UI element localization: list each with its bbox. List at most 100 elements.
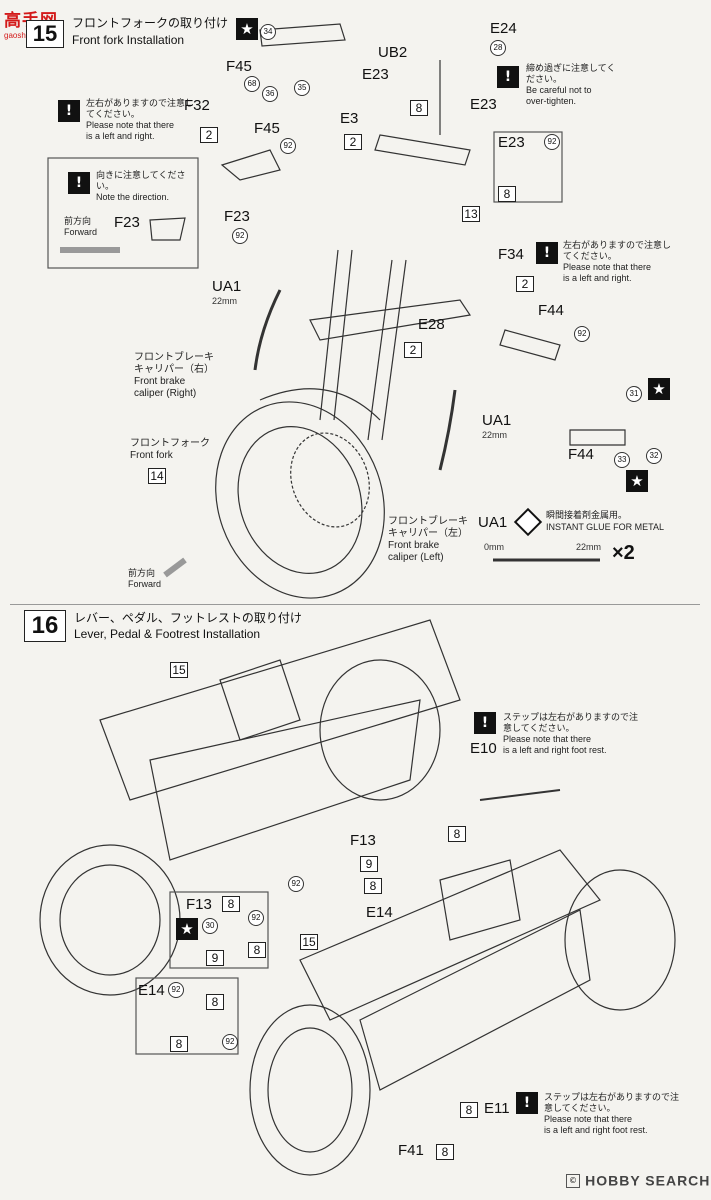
part-number-34: 34: [260, 24, 276, 40]
glue-jp: 瞬間接着剤金属用。: [546, 510, 628, 520]
note-text-en1: Please note that there: [503, 734, 592, 744]
brand-mark-icon: ©: [566, 1173, 580, 1188]
note-icon: !: [536, 242, 558, 264]
part-number-92: 92: [232, 228, 248, 244]
part-number-2: 2: [404, 342, 422, 358]
step15-number: 15: [26, 20, 64, 48]
part-number-30: 30: [202, 918, 218, 934]
part-number-35: 35: [294, 80, 310, 96]
part-number-92: 92: [280, 138, 296, 154]
part-e23-a: E23: [362, 66, 389, 83]
brake-right-label: フロントブレーキ キャリパー（右） Front brake caliper (R…: [134, 352, 214, 400]
part-e23-b: E23: [470, 96, 497, 113]
note-text-en1: Be careful not to: [526, 85, 592, 95]
note-left-right-1: 左右がありますので注意してください。 Please note that ther…: [86, 98, 196, 142]
note-icon: !: [58, 100, 80, 122]
part-f13: F13: [350, 832, 376, 849]
part-e14-detail: E14: [138, 982, 165, 999]
part-number-8: 8: [206, 994, 224, 1010]
note-text-jp: 左右がありますので注意してください。: [563, 240, 672, 261]
part-ua1-a-size: 22mm: [212, 296, 238, 306]
brake-right-jp2: キャリパー（右）: [134, 364, 214, 375]
note-text-en2: over-tighten.: [526, 96, 577, 106]
part-number-8: 8: [248, 942, 266, 958]
part-e28: E28: [418, 316, 445, 333]
brake-right-jp1: フロントブレーキ: [134, 352, 214, 363]
part-number-2: 2: [516, 276, 534, 292]
part-f32: F32: [184, 97, 210, 114]
step15-title-jp: フロントフォークの取り付け: [72, 16, 229, 30]
part-number-2: 2: [344, 134, 362, 150]
part-number-68: 68: [244, 76, 260, 92]
part-number-2: 2: [200, 127, 218, 143]
brake-left-jp2: キャリパー（左）: [388, 528, 468, 539]
part-number-9: 9: [360, 856, 378, 872]
step15-title-en: Front fork Installation: [72, 33, 185, 47]
glue-en: INSTANT GLUE FOR METAL: [546, 522, 665, 532]
part-number-92: 92: [168, 982, 184, 998]
step16-title-jp: レバー、ペダル、フットレストの取り付け: [74, 611, 302, 625]
note-text-jp: 左右がありますので注意してください。: [86, 98, 195, 119]
fork-en: Front fork: [130, 450, 173, 461]
part-number-13: 13: [462, 206, 480, 222]
glue-qty: ×2: [612, 542, 635, 564]
star-icon: ★: [236, 18, 258, 40]
step-divider: [10, 604, 700, 605]
part-number-8: 8: [436, 1144, 454, 1160]
part-number-9: 9: [206, 950, 224, 966]
brake-left-label: フロントブレーキ キャリパー（左） Front brake caliper (L…: [388, 516, 468, 564]
glue-part: UA1: [478, 514, 508, 531]
part-e14: E14: [366, 904, 393, 921]
part-number-32: 32: [646, 448, 662, 464]
part-number-31: 31: [626, 386, 642, 402]
note-footrest-bottom: ステップは左右がありますので注意してください。 Please note that…: [544, 1092, 684, 1136]
note-text-en2: is a left and right foot rest.: [503, 745, 607, 755]
brand-text: HOBBY SEARCH: [585, 1172, 711, 1189]
direction-label: 前方向 Forward: [64, 216, 97, 238]
note-icon: !: [474, 712, 496, 734]
note-icon: !: [516, 1092, 538, 1114]
part-number-8: 8: [448, 826, 466, 842]
star-icon: ★: [626, 470, 648, 492]
note-text-en1: Note the direction.: [96, 192, 170, 202]
part-number-92: 92: [248, 910, 264, 926]
part-f45-top: F45: [226, 58, 252, 75]
note-footrest-top: ステップは左右がありますので注意してください。 Please note that…: [503, 712, 643, 756]
part-number-8: 8: [222, 896, 240, 912]
part-f23-detail: F23: [114, 214, 140, 231]
note-text-en2: is a left and right.: [563, 273, 632, 283]
star-icon: ★: [648, 378, 670, 400]
brake-right-en2: caliper (Right): [134, 388, 197, 399]
part-ua1-b: UA1: [482, 412, 512, 429]
direction-jp: 前方向: [128, 568, 156, 578]
part-f44-bottom: F44: [568, 446, 594, 463]
note-text-en1: Please note that there: [544, 1114, 633, 1124]
part-e23-detail: E23: [498, 134, 525, 151]
part-number-14: 14: [148, 468, 166, 484]
part-number-15: 15: [170, 662, 188, 678]
part-number-36: 36: [262, 86, 278, 102]
part-number-8: 8: [498, 186, 516, 202]
brake-right-en1: Front brake: [134, 376, 186, 387]
note-text-en1: Please note that there: [563, 262, 652, 272]
part-number-92: 92: [544, 134, 560, 150]
step16-title-en: Lever, Pedal & Footrest Installation: [74, 627, 261, 641]
part-f44-top: F44: [538, 302, 564, 319]
fork-label: フロントフォーク Front fork: [130, 438, 210, 462]
part-e11: E11: [484, 1100, 510, 1117]
part-e24: E24: [490, 20, 517, 37]
direction-jp: 前方向: [64, 216, 92, 226]
note-direction: 向きに注意してください。 Note the direction.: [96, 170, 192, 203]
direction-en: Forward: [128, 579, 162, 589]
note-overtighten: 締め過ぎに注意してください。 Be careful not to over-ti…: [526, 63, 616, 107]
note-icon: !: [497, 66, 519, 88]
part-number-8: 8: [410, 100, 428, 116]
part-f45-mid: F45: [254, 120, 280, 137]
part-number-28: 28: [490, 40, 506, 56]
star-icon: ★: [176, 918, 198, 940]
part-f34: F34: [498, 246, 524, 263]
glue-max: 22mm: [576, 542, 602, 552]
part-f41: F41: [398, 1142, 424, 1159]
part-number-92: 92: [574, 326, 590, 342]
